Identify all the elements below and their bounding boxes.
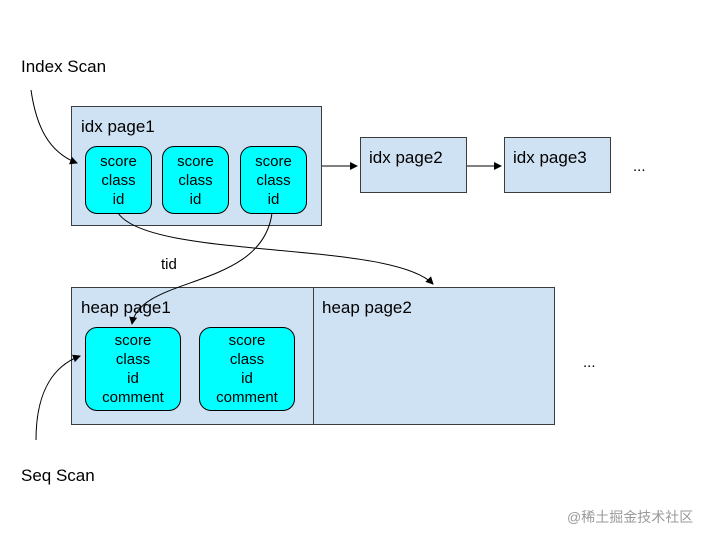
heap-page2: heap page2 bbox=[313, 287, 555, 425]
heap-tuple-2-class: class bbox=[229, 351, 265, 368]
index-entry-3: score class id bbox=[240, 146, 307, 214]
idx-page1-title: idx page1 bbox=[81, 117, 155, 136]
seq-scan-label: Seq Scan bbox=[21, 466, 95, 485]
index-entry-2: score class id bbox=[162, 146, 229, 214]
heap-tuple-2: score class id comment bbox=[199, 327, 295, 411]
index-entry-1-class: class bbox=[101, 171, 136, 189]
heap-page2-title: heap page2 bbox=[322, 298, 412, 317]
idx-page3-title: idx page3 bbox=[513, 148, 587, 167]
index-entry-2-id: id bbox=[189, 190, 202, 208]
heap-tuple-2-score: score bbox=[228, 332, 266, 349]
index-entry-3-score: score bbox=[255, 152, 292, 170]
index-entry-3-class: class bbox=[256, 171, 291, 189]
heap-tuple-1: score class id comment bbox=[85, 327, 181, 411]
tid-arrow bbox=[129, 212, 273, 325]
heap-tuple-1-class: class bbox=[115, 351, 151, 368]
index-entry-2-score: score bbox=[177, 152, 214, 170]
tid-label: tid bbox=[161, 256, 177, 273]
index-ellipsis: ... bbox=[633, 158, 646, 175]
index-scan-label: Index Scan bbox=[21, 57, 107, 76]
seq-scan-arrow bbox=[35, 354, 81, 441]
idx-page3: idx page3 bbox=[504, 137, 611, 193]
index-entry-1: score class id bbox=[85, 146, 152, 214]
idx-page2: idx page2 bbox=[360, 137, 467, 193]
watermark: @稀土掘金技术社区 bbox=[567, 509, 694, 525]
index-entry-1-id: id bbox=[112, 190, 125, 208]
heap-tuple-1-score: score bbox=[114, 332, 152, 349]
heap-tuple-1-comment: comment bbox=[102, 389, 164, 406]
heap-tuple-1-id: id bbox=[127, 370, 139, 387]
idx-page2-title: idx page2 bbox=[369, 148, 443, 167]
index-entry-1-score: score bbox=[100, 152, 137, 170]
index-entry-2-class: class bbox=[178, 171, 213, 189]
entry1-to-heap-page2-arrow bbox=[117, 212, 434, 285]
index-scan-arrow bbox=[30, 89, 78, 165]
heap-tuple-2-comment: comment bbox=[216, 389, 278, 406]
heap-tuple-2-id: id bbox=[241, 370, 253, 387]
index-entry-3-id: id bbox=[267, 190, 280, 208]
idx-page1: idx page1 score class id score class id … bbox=[71, 106, 322, 226]
heap-page1-title: heap page1 bbox=[81, 298, 171, 317]
heap-ellipsis: ... bbox=[583, 354, 596, 371]
